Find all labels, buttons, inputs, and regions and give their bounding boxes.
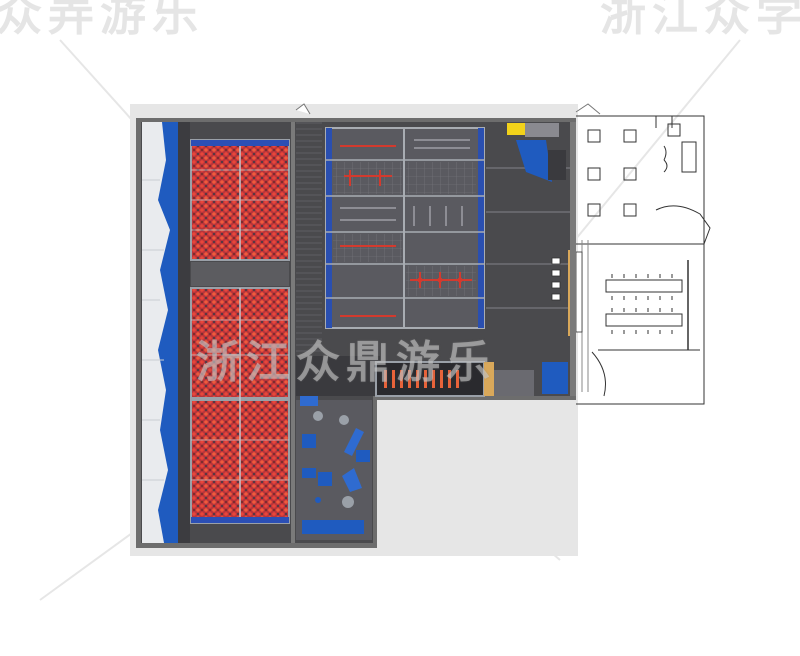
watermark-top-left: 众弄游乐	[0, 0, 204, 41]
kids-zone	[296, 396, 372, 540]
ball-pit-zone	[190, 139, 290, 524]
reception	[296, 356, 568, 397]
entrance-notch-2	[575, 103, 601, 115]
top-corridor	[296, 122, 322, 396]
entrance-notch-1	[295, 103, 311, 115]
climbing-wall	[142, 122, 178, 543]
lounge	[507, 123, 566, 182]
cafe-area	[576, 115, 711, 405]
walkway-left	[178, 122, 190, 543]
watermark-top-right: 浙江众学	[600, 0, 800, 41]
inner-wall	[291, 122, 295, 543]
trampoline-grid	[325, 127, 485, 329]
cafe-divider	[570, 122, 576, 396]
watermark-center: 浙江众鼎游乐	[196, 337, 496, 388]
